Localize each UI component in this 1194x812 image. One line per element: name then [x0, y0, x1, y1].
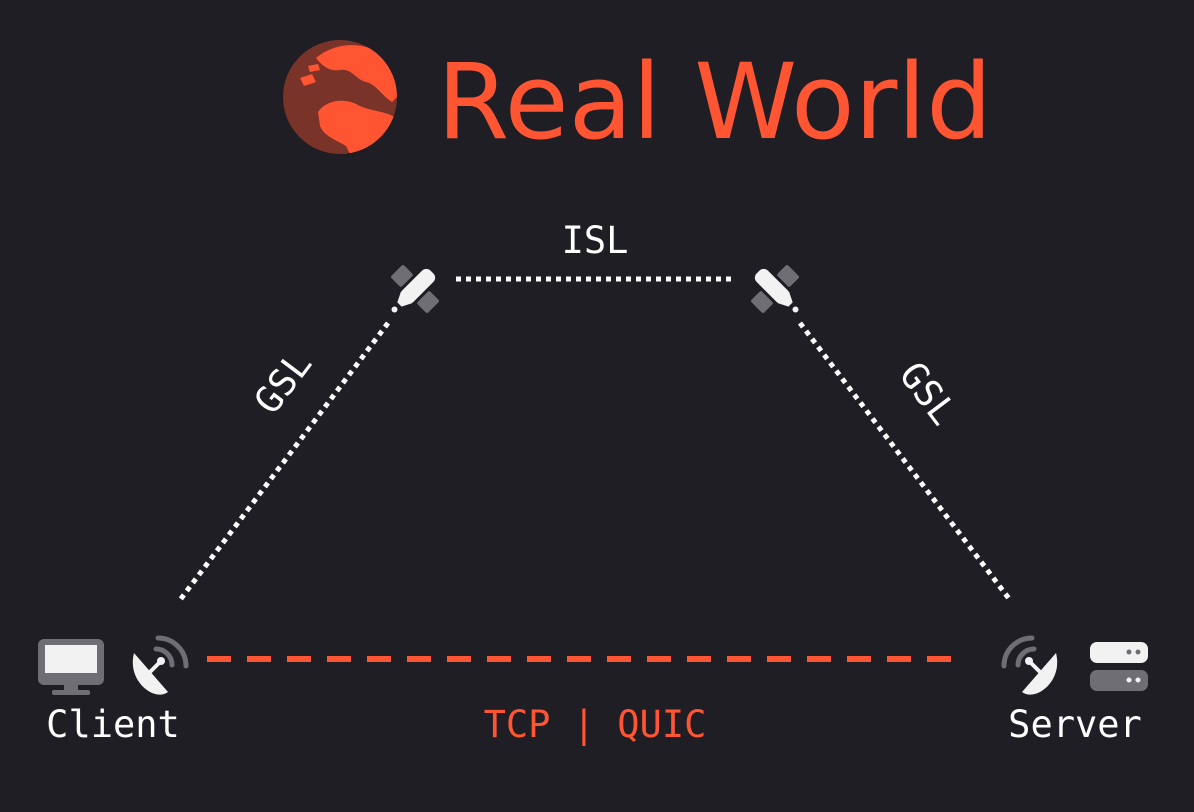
gsl-right-label: GSL: [891, 354, 966, 433]
satellite-dish-icon: [132, 635, 189, 695]
client-label: Client: [46, 703, 180, 746]
gsl-left-label: GSL: [246, 343, 321, 422]
satellite-icon: [751, 265, 799, 313]
desktop-monitor-icon: [38, 639, 104, 695]
server-icon: [1090, 642, 1148, 691]
isl-label: ISL: [562, 219, 629, 262]
satellite-icon: [391, 265, 439, 313]
transport-label: TCP | QUIC: [484, 703, 707, 746]
page-title: Real World: [437, 41, 992, 163]
server-label: Server: [1008, 703, 1142, 746]
gsl-left-link-line: [178, 321, 390, 602]
globe-icon: [283, 40, 397, 154]
gsl-right-link-line: [798, 321, 1012, 602]
satellite-dish-icon: [1001, 635, 1058, 695]
